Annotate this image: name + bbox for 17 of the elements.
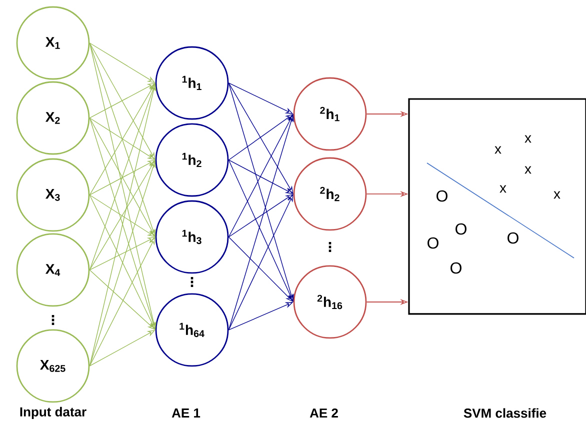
cross-mark: x [494, 146, 502, 154]
layer-caption: SVM classifie [464, 408, 546, 418]
layer-caption: AE 1 [172, 408, 200, 418]
cross-mark: x [524, 135, 532, 143]
cross-mark: x [500, 185, 506, 193]
classifier-box [408, 98, 586, 315]
circle-mark: O [456, 223, 466, 235]
circle-mark: O [508, 232, 518, 244]
ellipsis: ⋮ [190, 276, 194, 288]
circle-mark: O [428, 237, 438, 249]
ellipsis: ⋮ [328, 242, 332, 252]
layer-caption: AE 2 [310, 408, 338, 418]
circle-mark: O [436, 190, 448, 202]
ellipsis: ⋮ [52, 314, 54, 326]
cross-mark: x [524, 166, 532, 174]
circle-mark: O [450, 262, 462, 274]
cross-mark: x [554, 191, 560, 199]
